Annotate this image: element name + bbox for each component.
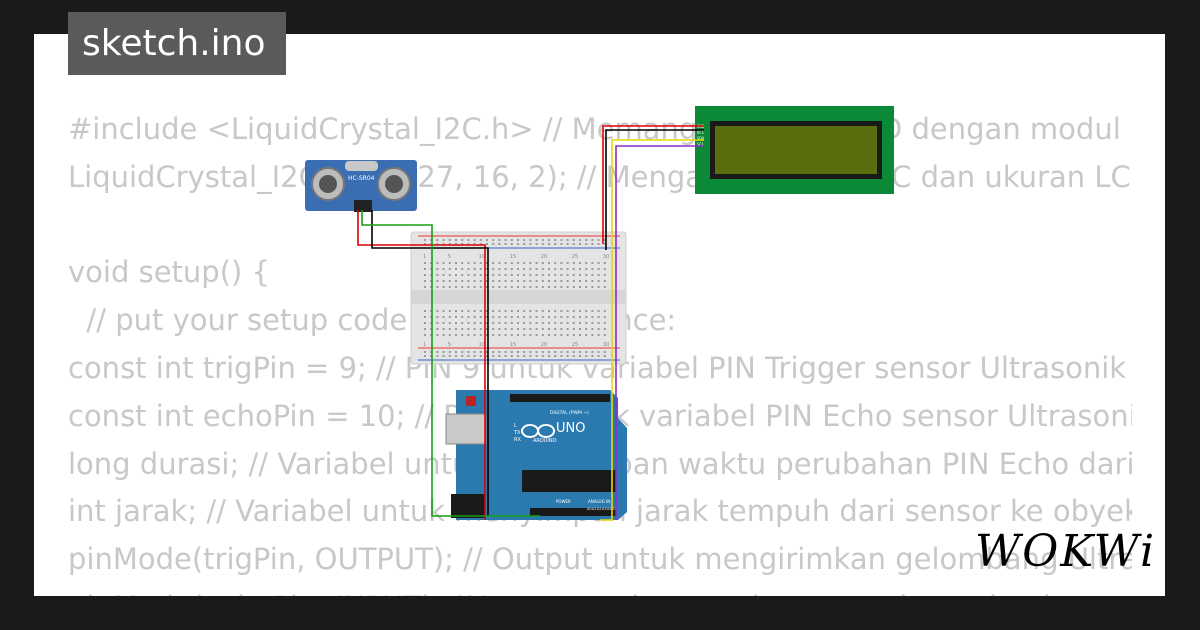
power-label: POWER: [556, 499, 571, 504]
lcd-pin-label: VCC: [697, 130, 705, 135]
arduino-logo-icon: [521, 424, 555, 438]
analog-pin-label: A0: [587, 507, 592, 511]
wokwi-logo-text: WOKWi: [975, 526, 1157, 577]
wires: [357, 125, 704, 521]
arduino-brand: ARDUINO: [533, 438, 557, 444]
code-line: const int trigPin = 9; // PIN 9 untuk va…: [68, 350, 1127, 385]
wire-gnd: [371, 210, 489, 516]
analog-pin-label: A4: [607, 507, 612, 511]
sensor-label: HC-SR04: [348, 175, 375, 182]
wire-lcd-scl: [615, 145, 704, 520]
arduino-uno: UNO ARDUINO DIGITAL (PWM ~) POWER ANALOG…: [445, 390, 627, 520]
wire-lcd-sda: [600, 139, 704, 521]
breadboard-column-number: 5: [448, 342, 451, 348]
analog-pin-label: A2: [597, 507, 602, 511]
wire-lcd-gnd: [605, 129, 704, 250]
analog-pin-label: A5: [612, 507, 617, 511]
breadboard-column-number: 5: [448, 254, 451, 260]
analog-label: ANALOG IN: [588, 499, 610, 504]
breadboard-column-number: 25: [572, 342, 578, 348]
code-line: pinMode(trigPin, OUTPUT); // Output untu…: [68, 542, 1132, 577]
breadboard-column-number: 1: [423, 254, 426, 260]
filename-label: sketch.ino: [82, 23, 266, 64]
analog-pin-label: A1: [592, 507, 597, 511]
led-tx-label: TX: [513, 430, 521, 436]
breadboard-column-number: 20: [541, 254, 547, 260]
breadboard-column-number: 20: [541, 342, 547, 348]
reset-button: [466, 396, 476, 406]
led-l-label: L: [514, 423, 517, 429]
breadboard-column-number: 25: [572, 254, 578, 260]
breadboard-column-number: 1: [423, 342, 426, 348]
wire-lcd-vcc: [602, 125, 704, 244]
filename-tab: sketch.ino: [68, 12, 286, 75]
wire-trig: [361, 210, 540, 517]
analog-pin-label: A3: [602, 507, 607, 511]
breadboard-column-number: 15: [510, 254, 516, 260]
wokwi-logo: WOKWi: [975, 520, 1155, 584]
ultrasonic-sensor: HC-SR04: [305, 160, 417, 212]
digital-label: DIGITAL (PWM ~): [550, 410, 589, 416]
breadboard-column-number: 30: [603, 342, 609, 348]
led-rx-label: RX: [514, 437, 521, 443]
lcd-pin-label: SCL: [697, 142, 705, 147]
arduino-model: UNO: [556, 421, 585, 436]
breadboard-column-number: 30: [603, 254, 609, 260]
breadboard-column-number: 10: [479, 254, 485, 260]
code-line: pinMode(echoPin, INPUT); // Input untuk …: [68, 584, 1132, 596]
wire-vcc: [357, 210, 486, 520]
lcd-pin-label: SDA: [697, 136, 705, 141]
breadboard-column-number: 15: [510, 342, 516, 348]
breadboard-column-number: 10: [479, 342, 485, 348]
code-line: void setup() {: [68, 255, 270, 290]
